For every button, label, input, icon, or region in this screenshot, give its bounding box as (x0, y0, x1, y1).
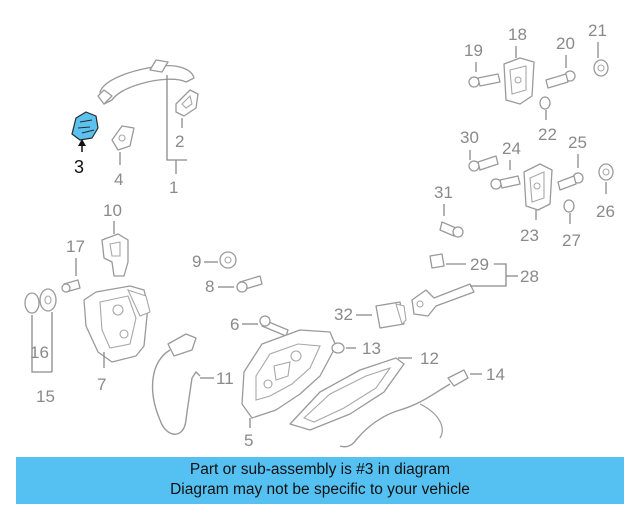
callout-31[interactable]: 31 (434, 183, 453, 202)
banner-line-disclaimer: Diagram may not be specific to your vehi… (170, 481, 470, 498)
part-4-gasket[interactable] (111, 125, 135, 151)
part-14-cable[interactable] (339, 369, 469, 448)
callout-5[interactable]: 5 (244, 431, 253, 450)
leader-line-29b (470, 263, 507, 287)
leader-arrow-3 (78, 139, 86, 146)
callout-25[interactable]: 25 (568, 133, 587, 152)
leader-line-1 (166, 75, 187, 161)
part-29-check-strap[interactable] (411, 283, 475, 317)
callout-17[interactable]: 17 (66, 237, 85, 256)
leader-line-15-16 (31, 315, 52, 373)
part-22-bushing[interactable] (539, 96, 551, 110)
callout-12[interactable]: 12 (420, 349, 439, 368)
part-17-screw[interactable] (61, 279, 81, 293)
callout-9[interactable]: 9 (192, 252, 201, 271)
callout-20[interactable]: 20 (556, 34, 575, 53)
part-1-outer-handle[interactable] (97, 59, 195, 105)
callout-13[interactable]: 13 (362, 339, 381, 358)
part-31-bolt[interactable] (439, 221, 464, 238)
callout-28[interactable]: 28 (520, 267, 539, 286)
callout-16[interactable]: 16 (30, 343, 49, 362)
door-handle-parts-diagram: 3 1 2 4 10 17 16 15 (24, 21, 615, 450)
callout-30[interactable]: 30 (460, 128, 479, 147)
part-21-cap[interactable] (593, 59, 609, 77)
part-30-bolt[interactable] (468, 155, 499, 172)
part-2-handle-cover[interactable] (175, 89, 199, 117)
banner-line-part: Part or sub-assembly is #3 in diagram (189, 461, 451, 478)
part-27-bushing[interactable] (563, 199, 575, 213)
part-16-washer[interactable] (24, 292, 40, 314)
callout-24[interactable]: 24 (502, 139, 521, 158)
part-18-upper-hinge[interactable] (503, 57, 535, 105)
callout-32[interactable]: 32 (334, 305, 353, 324)
callout-14[interactable]: 14 (486, 365, 505, 384)
part-12-reinforcement[interactable] (289, 357, 405, 431)
part-32-stop[interactable] (375, 301, 407, 329)
info-banner: Part or sub-assembly is #3 in diagram Di… (16, 457, 624, 504)
callout-19[interactable]: 19 (464, 41, 483, 60)
callout-15[interactable]: 15 (36, 387, 55, 406)
callout-23[interactable]: 23 (520, 226, 539, 245)
part-10-bracket[interactable] (101, 233, 129, 277)
part-5-handle-carrier[interactable] (241, 329, 337, 419)
part-19-bolt[interactable] (468, 73, 501, 88)
callout-18[interactable]: 18 (508, 25, 527, 44)
callout-7[interactable]: 7 (97, 375, 106, 394)
part-15-cap[interactable] (39, 288, 57, 312)
callout-3[interactable]: 3 (74, 157, 84, 177)
callout-21[interactable]: 21 (588, 21, 607, 40)
part-26-cap[interactable] (598, 163, 614, 181)
part-8-bolt[interactable] (236, 275, 263, 293)
part-6-bolt[interactable] (259, 315, 289, 337)
part-11-cable[interactable] (151, 333, 201, 435)
callout-26[interactable]: 26 (596, 202, 615, 221)
callout-4[interactable]: 4 (114, 170, 123, 189)
part-7-door-latch[interactable] (83, 285, 151, 363)
part-9-grommet[interactable] (219, 251, 237, 269)
part-20-bolt[interactable] (545, 70, 576, 89)
part-13-seal[interactable] (331, 342, 345, 354)
callout-27[interactable]: 27 (562, 231, 581, 250)
callout-29[interactable]: 29 (470, 255, 489, 274)
callout-22[interactable]: 22 (538, 125, 557, 144)
callout-6[interactable]: 6 (230, 315, 239, 334)
callout-8[interactable]: 8 (205, 277, 214, 296)
part-25-bolt[interactable] (557, 172, 584, 191)
callout-10[interactable]: 10 (103, 201, 122, 220)
callout-1[interactable]: 1 (169, 178, 178, 197)
part-23-lower-hinge[interactable] (523, 163, 553, 211)
callout-2[interactable]: 2 (175, 132, 184, 151)
part-3-highlighted[interactable] (71, 111, 99, 141)
part-29-bumper[interactable] (429, 253, 445, 269)
callout-11[interactable]: 11 (216, 369, 234, 388)
part-24-bolt[interactable] (490, 175, 521, 190)
